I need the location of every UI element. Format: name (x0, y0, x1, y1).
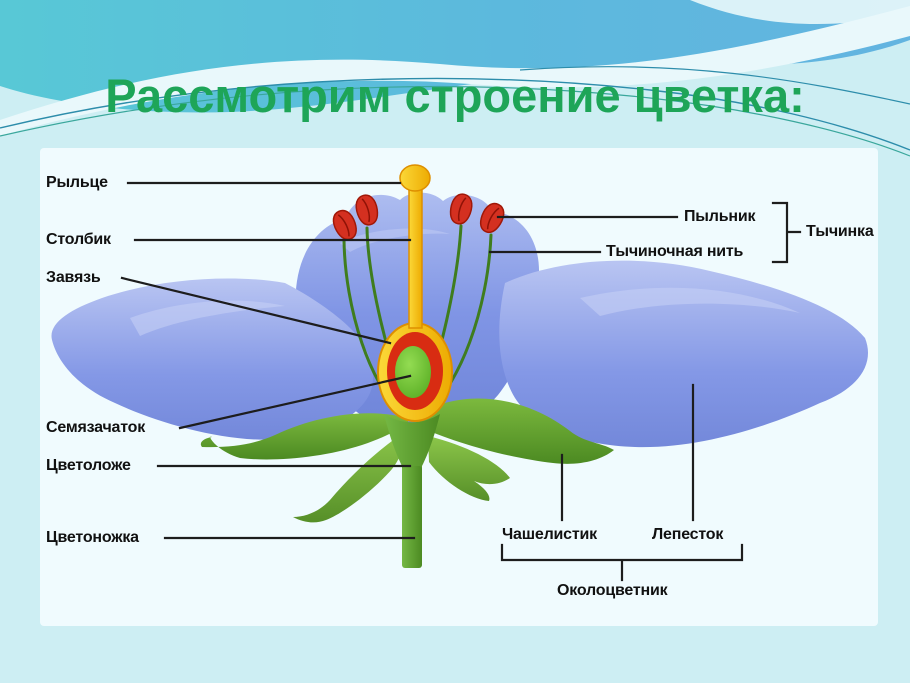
sepal-left (200, 413, 408, 460)
label-perianth: Околоцветник (557, 582, 668, 599)
leader-ovary (120, 276, 392, 345)
sepal-right (415, 398, 614, 464)
leader-ovule (178, 374, 412, 430)
perianth-bracket (500, 543, 744, 582)
label-petal: Лепесток (652, 526, 724, 543)
stigma-tip (399, 164, 431, 192)
stamen-bracket (771, 201, 802, 264)
label-pedicel: Цветоножка (46, 529, 139, 546)
pistil (377, 164, 453, 422)
label-receptacle: Цветоложе (46, 457, 131, 474)
label-anther: Пыльник (684, 208, 756, 225)
label-sepal: Чашелистик (502, 526, 597, 543)
stem (402, 466, 422, 568)
style-stalk (408, 183, 423, 329)
label-ovary: Завязь (46, 269, 101, 286)
anthers (332, 193, 505, 241)
diagram-panel: Рыльце Столбик Завязь Семязачаток Цветол… (40, 148, 878, 626)
label-filament: Тычиночная нить (606, 243, 744, 260)
label-ovule: Семязачаток (46, 419, 146, 436)
receptacle-shape (384, 414, 440, 474)
leader-lines (120, 181, 802, 582)
label-stigma: Рыльце (46, 174, 108, 191)
label-stamen: Тычинка (806, 223, 874, 240)
flower-illustration (51, 164, 868, 582)
sepal-leaves (200, 398, 614, 568)
sepal-right-lower (428, 436, 510, 501)
sepal-left-lower (293, 432, 405, 523)
label-style: Столбик (46, 231, 111, 248)
ovule-shape (395, 346, 431, 398)
page-title: Рассмотрим строение цветка: (105, 69, 805, 122)
